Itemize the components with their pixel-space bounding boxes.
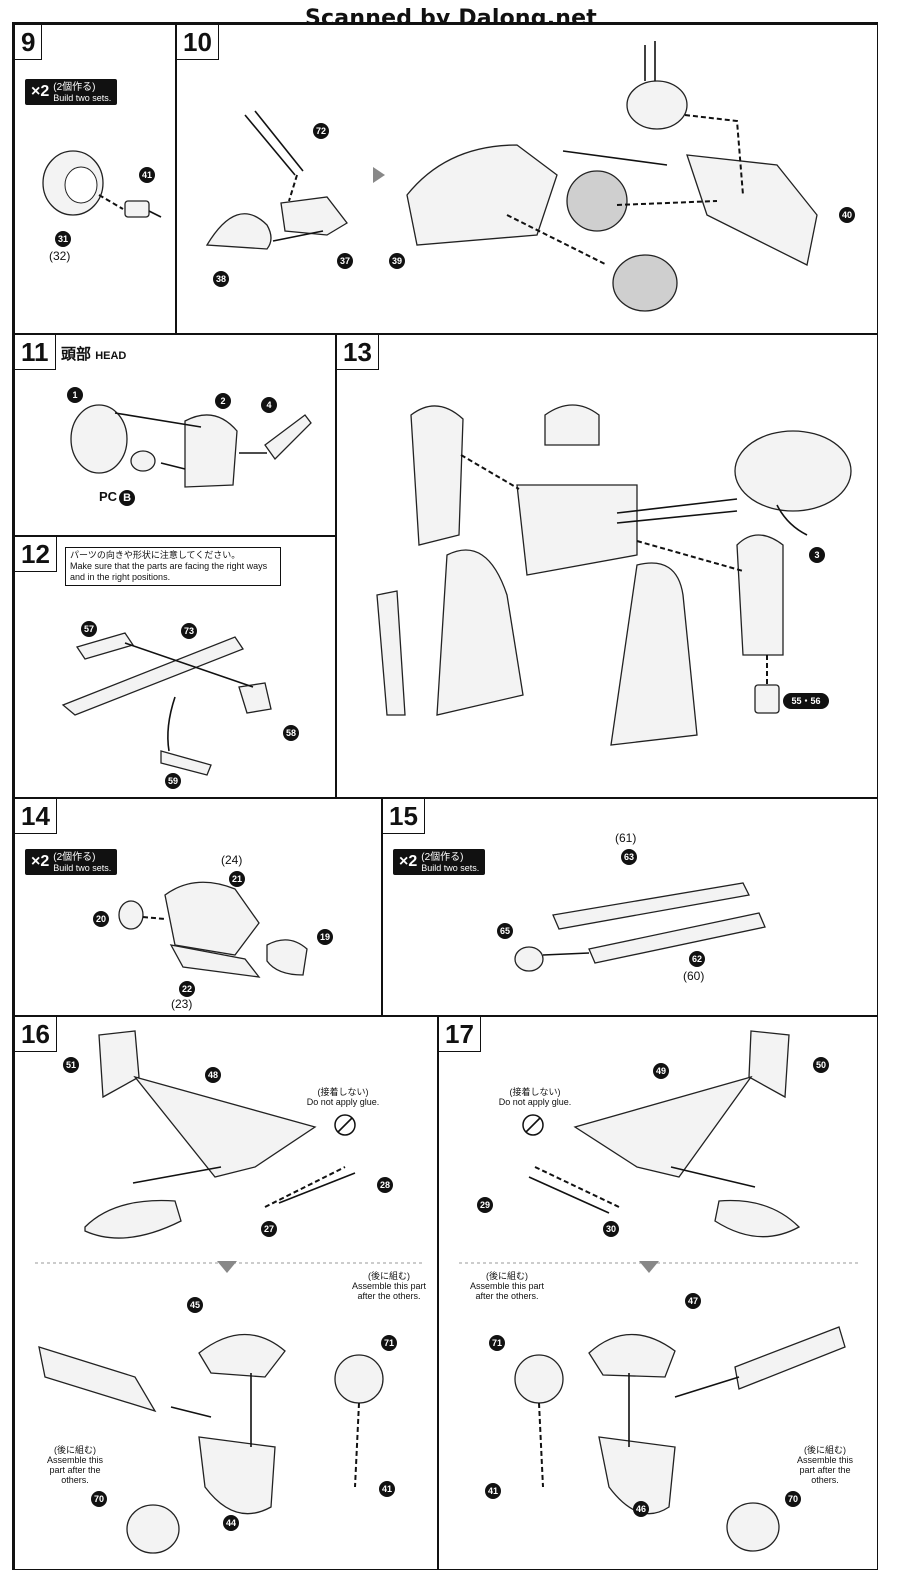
step-13-illustration xyxy=(376,404,852,746)
step-number: 14 xyxy=(15,799,57,834)
part-32: (32) xyxy=(49,249,71,263)
part-41: 41 xyxy=(485,1483,501,1499)
step-12-illustration xyxy=(61,632,272,776)
part-49: 49 xyxy=(653,1063,669,1079)
part-61: (61) xyxy=(615,831,637,845)
build-two-badge: ×2 (2個作る)Build two sets. xyxy=(25,79,118,105)
part-72: 72 xyxy=(313,123,329,139)
part-19: 19 xyxy=(317,929,333,945)
step-14-illustration xyxy=(118,881,308,978)
step-10-illustration xyxy=(205,41,818,312)
part-1: 1 xyxy=(67,387,83,403)
part-21: 21 xyxy=(229,871,245,887)
step-number: 13 xyxy=(337,335,379,370)
part-45: 45 xyxy=(187,1297,203,1313)
part-46: 46 xyxy=(633,1501,649,1517)
assemble-later-note-top: (後に組む)Assemble this part after the other… xyxy=(469,1271,545,1301)
step-number: 15 xyxy=(383,799,425,834)
assemble-later-note-top: (後に組む)Assemble this part after the other… xyxy=(351,1271,427,1301)
part-2: 2 xyxy=(215,393,231,409)
multiplier: ×2 xyxy=(399,853,418,870)
part-39: 39 xyxy=(389,253,405,269)
assemble-later-note-bottom: (後に組む)Assemble this part after the other… xyxy=(46,1445,104,1485)
part-70: 70 xyxy=(785,1491,801,1507)
part-47: 47 xyxy=(685,1293,701,1309)
step-11-title: 頭部 HEAD xyxy=(61,346,127,363)
step-number: 9 xyxy=(15,25,43,60)
part-41: 41 xyxy=(379,1481,395,1497)
step-17-panel: 17 (接着しない)Do not apply glue. (後に組む)Assem… xyxy=(438,1016,878,1570)
multiplier: ×2 xyxy=(31,83,50,100)
part-20: 20 xyxy=(93,911,109,927)
no-glue-note: (接着しない)Do not apply glue. xyxy=(306,1087,380,1107)
part-60: (60) xyxy=(683,969,705,983)
badge-en: Build two sets. xyxy=(53,862,112,873)
step-13-panel: 13 3 55・56 xyxy=(336,334,878,798)
step-9-panel: 9 ×2 (2個作る)Build two sets. 41 31 (32) xyxy=(14,24,176,334)
part-28: 28 xyxy=(377,1177,393,1193)
part-73: 73 xyxy=(181,623,197,639)
part-44: 44 xyxy=(223,1515,239,1531)
part-3: 3 xyxy=(809,547,825,563)
part-48: 48 xyxy=(205,1067,221,1083)
part-40: 40 xyxy=(839,207,855,223)
step-number: 10 xyxy=(177,25,219,60)
part-30: 30 xyxy=(603,1221,619,1237)
instruction-sheet: 9 ×2 (2個作る)Build two sets. 41 31 (32) 10 xyxy=(12,22,878,1570)
step-number: 16 xyxy=(15,1017,57,1052)
badge-en: Build two sets. xyxy=(53,92,112,103)
step-16-panel: 16 (接着しない)Do not apply glue. (後に組む)Assem… xyxy=(14,1016,438,1570)
step-number: 11 xyxy=(15,335,56,370)
step-10-panel: 10 72 38 37 39 40 xyxy=(176,24,878,334)
part-31: 31 xyxy=(55,231,71,247)
build-two-badge: ×2 (2個作る)Build two sets. xyxy=(393,849,486,875)
build-two-badge: ×2 (2個作る)Build two sets. xyxy=(25,849,118,875)
no-glue-note: (接着しない)Do not apply glue. xyxy=(498,1087,572,1107)
badge-en: Build two sets. xyxy=(421,862,480,873)
part-71: 71 xyxy=(489,1335,505,1351)
badge-jp: (2個作る) xyxy=(421,851,464,863)
step-16-illustration xyxy=(35,1030,425,1554)
part-24: (24) xyxy=(221,853,243,867)
part-27: 27 xyxy=(261,1221,277,1237)
step-11-illustration xyxy=(70,404,312,488)
orientation-note: パーツの向きや形状に注意してください。 Make sure that the p… xyxy=(65,547,281,586)
part-65: 65 xyxy=(497,923,513,939)
part-70: 70 xyxy=(91,1491,107,1507)
part-41: 41 xyxy=(139,167,155,183)
part-37: 37 xyxy=(337,253,353,269)
part-38: 38 xyxy=(213,271,229,287)
step-15-panel: 15 ×2 (2個作る)Build two sets. (61) 63 65 6… xyxy=(382,798,878,1016)
step-14-panel: 14 ×2 (2個作る)Build two sets. (24) 21 20 1… xyxy=(14,798,382,1016)
part-57: 57 xyxy=(81,621,97,637)
step-17-illustration xyxy=(459,1030,859,1552)
part-58: 58 xyxy=(283,725,299,741)
part-62: 62 xyxy=(689,951,705,967)
part-23: (23) xyxy=(171,997,193,1011)
step-15-illustration xyxy=(514,882,766,972)
part-59: 59 xyxy=(165,773,181,789)
step-number: 12 xyxy=(15,537,57,572)
part-50: 50 xyxy=(813,1057,829,1073)
part-51: 51 xyxy=(63,1057,79,1073)
badge-jp: (2個作る) xyxy=(53,81,96,93)
part-71: 71 xyxy=(381,1335,397,1351)
multiplier: ×2 xyxy=(31,853,50,870)
assemble-later-note-bottom: (後に組む)Assemble this part after the other… xyxy=(796,1445,854,1485)
part-29: 29 xyxy=(477,1197,493,1213)
step-number: 17 xyxy=(439,1017,481,1052)
step-9-illustration xyxy=(42,150,162,218)
step-12-panel: 12 パーツの向きや形状に注意してください。 Make sure that th… xyxy=(14,536,336,798)
part-63: 63 xyxy=(621,849,637,865)
part-55-56: 55・56 xyxy=(783,693,829,709)
part-22: 22 xyxy=(179,981,195,997)
badge-jp: (2個作る) xyxy=(53,851,96,863)
part-4: 4 xyxy=(261,397,277,413)
